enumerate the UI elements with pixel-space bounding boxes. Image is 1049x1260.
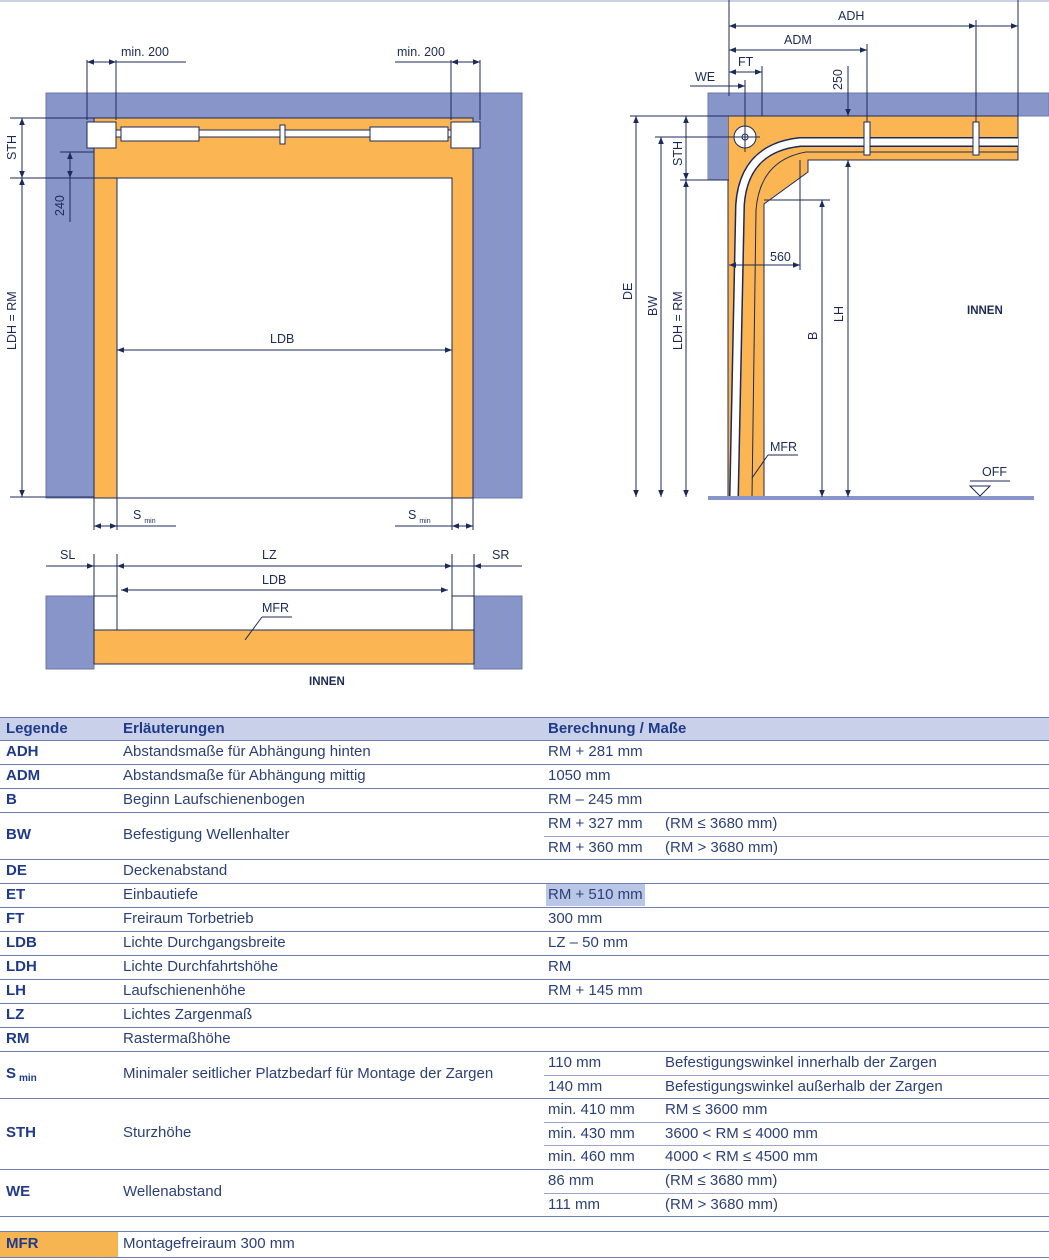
- plan-innen-label: INNEN: [309, 676, 345, 688]
- table-row: LDB Lichte Durchgangsbreite LZ – 50 mm: [0, 931, 1049, 955]
- table-header: Legende Erläuterungen Berechnung / Maße: [0, 717, 1049, 740]
- plan-ldb-label: LDB: [262, 573, 286, 587]
- plan-lz-label: LZ: [262, 548, 277, 562]
- side-ceiling: [707, 92, 1049, 117]
- dim-250-label: 250: [831, 69, 845, 90]
- side-innen-label: INNEN: [967, 305, 1003, 317]
- adm-label: ADM: [784, 33, 812, 47]
- min200-left-label: min. 200: [121, 45, 169, 59]
- lh-label: LH: [832, 306, 846, 322]
- side-lintel-cover: [708, 116, 728, 180]
- left-bracket: [86, 121, 117, 149]
- plan-frame-left: [93, 595, 118, 631]
- off-marker-icon: [968, 485, 992, 497]
- plan-frame-right: [451, 595, 475, 631]
- mfr-color-key: MFR: [0, 1232, 118, 1257]
- table-row: LH Laufschienenhöhe RM + 145 mm: [0, 979, 1049, 1003]
- right-spring: [369, 126, 449, 142]
- b-label: B: [806, 332, 820, 340]
- adh-label: ADH: [838, 9, 864, 23]
- door-opening: [116, 177, 453, 499]
- ft-label: FT: [738, 55, 754, 69]
- bw-label: BW: [646, 296, 660, 316]
- hanger-mid: [863, 121, 871, 156]
- hanger-rear: [972, 121, 980, 156]
- plan-mfr-area: [93, 629, 475, 665]
- mfr-legend-row: MFR Montagefreiraum 300 mm: [0, 1231, 1049, 1258]
- mfr-description: Montagefreiraum 300 mm: [123, 1235, 295, 1252]
- table-row: LDH Lichte Durchfahrtshöhe RM: [0, 955, 1049, 979]
- technical-drawing: min. 200 min. 200 STH LDH = RM 240 LDB S…: [0, 0, 1049, 688]
- center-coupling: [279, 124, 286, 145]
- table-row: STH Sturzhöhe min. 410 mm RM ≤ 3600 mm m…: [0, 1098, 1049, 1169]
- header-berechnung: Berechnung / Maße: [548, 720, 687, 737]
- header-erlaeuterungen: Erläuterungen: [123, 720, 225, 737]
- side-view: ADH ADM FT WE 250 DE BW STH LDH = RM 560: [621, 0, 1049, 500]
- table-row: LZ Lichtes Zargenmaß: [0, 1003, 1049, 1027]
- table-row: WE Wellenabstand 86 mm (RM ≤ 3680 mm) 11…: [0, 1169, 1049, 1217]
- left-spring: [120, 126, 200, 142]
- table-row: DE Deckenabstand: [0, 859, 1049, 883]
- min200-right-label: min. 200: [397, 45, 445, 59]
- side-mfr-label: MFR: [770, 440, 797, 454]
- we-label: WE: [695, 70, 715, 84]
- sth-label: STH: [5, 135, 19, 160]
- plan-wall-right: [473, 595, 523, 670]
- dim-240-label: 240: [53, 195, 67, 216]
- header-legende: Legende: [6, 720, 68, 737]
- dim-560-label: 560: [770, 250, 791, 264]
- ldb-label: LDB: [270, 332, 294, 346]
- front-view: min. 200 min. 200 STH LDH = RM 240 LDB S…: [5, 45, 523, 530]
- table-row: RM Rastermaßhöhe: [0, 1027, 1049, 1051]
- table-row: ADH Abstandsmaße für Abhängung hinten RM…: [0, 740, 1049, 764]
- plan-mfr-label: MFR: [262, 601, 289, 615]
- ldh-rm-label: LDH = RM: [5, 291, 19, 350]
- table-row: ADM Abstandsmaße für Abhängung mittig 10…: [0, 764, 1049, 788]
- plan-sl-label: SL: [60, 548, 75, 562]
- off-label: OFF: [982, 465, 1007, 479]
- table-row: FT Freiraum Torbetrieb 300 mm: [0, 907, 1049, 931]
- highlighted-value: RM + 510 mm: [546, 884, 645, 906]
- side-sth-label: STH: [671, 141, 685, 166]
- de-label: DE: [621, 283, 635, 300]
- plan-wall-left: [45, 595, 95, 670]
- table-row: B Beginn Laufschienenbogen RM – 245 mm: [0, 788, 1049, 812]
- plan-sr-label: SR: [492, 548, 509, 562]
- table-row: BW Befestigung Wellenhalter RM + 327 mm …: [0, 812, 1049, 859]
- plan-view: SL LZ SR LDB MFR INNEN: [45, 548, 523, 688]
- side-ldh-rm-label: LDH = RM: [671, 291, 685, 350]
- table-row: ET Einbautiefe RM + 510 mm: [0, 883, 1049, 907]
- legend-table: Legende Erläuterungen Berechnung / Maße …: [0, 717, 1049, 1217]
- right-bracket: [450, 121, 481, 149]
